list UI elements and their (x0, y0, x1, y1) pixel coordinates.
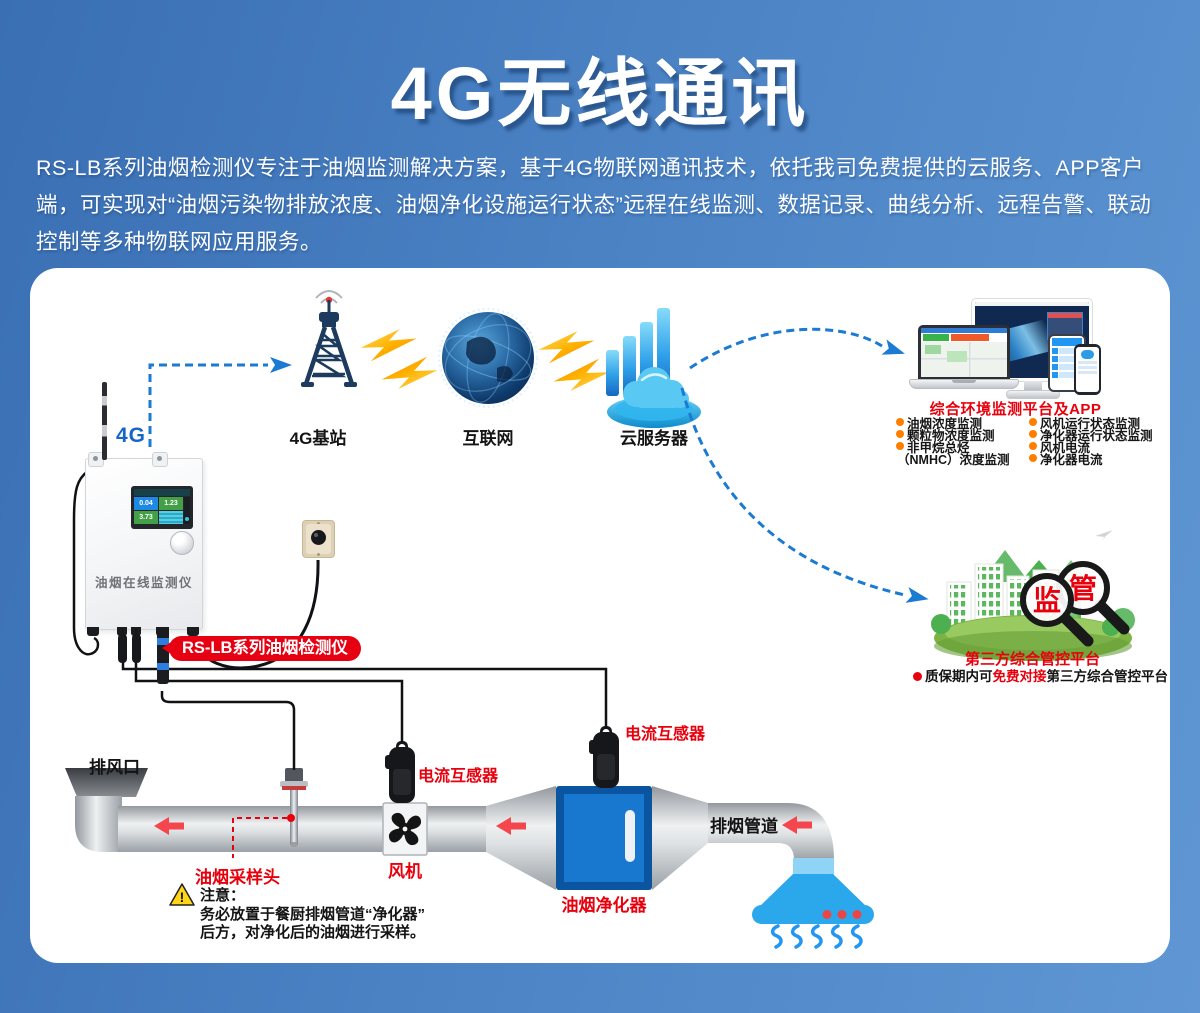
free-connect-highlight: 免费对接 (992, 669, 1047, 684)
wall-socket (302, 520, 335, 558)
cloud-to-thirdparty-link (680, 387, 929, 603)
notice-line-2: 后方，对净化后的油烟进行采样。 (200, 924, 426, 941)
platform-phone (1074, 344, 1101, 395)
laptop-screen (918, 325, 1010, 379)
platform-title: 综合环境监测平台及APP (929, 401, 1102, 418)
device-knob (170, 531, 194, 555)
cloud-shape (1079, 546, 1111, 565)
list-item: 颗粒物浓度监测 (896, 428, 1029, 443)
list-item: 净化器电流 (1029, 452, 1181, 467)
current-transformer-2 (589, 726, 619, 788)
mounting-ear (152, 452, 168, 467)
platform-laptop (909, 325, 1019, 389)
exhaust-outlet-label: 排风口 (89, 758, 140, 777)
lightning-icons-left (358, 324, 440, 394)
laptop-base (909, 379, 1019, 389)
sampling-annotation-line (232, 814, 295, 858)
bullet-dot-icon (1029, 442, 1037, 450)
base-station-label: 4G基站 (289, 429, 347, 448)
third-party-city-illustration: 管 监 (931, 530, 1135, 661)
cloud-to-platform-link (689, 327, 905, 370)
cloud-icon (623, 367, 689, 408)
monitor-stand-base (1006, 390, 1060, 399)
signal-connector (132, 629, 141, 663)
fan-label: 风机 (388, 862, 422, 881)
pneumatic-fitting (157, 629, 169, 684)
screen-wave-tile (159, 511, 183, 524)
bullet-dot-icon (1029, 454, 1037, 462)
device-enclosure: 0.04 1.23 3.73 油烟在线监测仪 (85, 452, 203, 684)
list-item: （NMHC）浓度监测 (897, 452, 1010, 467)
magnifier-left-char: 监 (1033, 585, 1061, 616)
signal-connector (118, 629, 127, 663)
laptop-map-view (921, 342, 1007, 377)
purifier-label: 油烟净化器 (561, 896, 647, 915)
cloud-app-icon (1081, 350, 1094, 359)
antenna-cable (72, 469, 100, 656)
page-title: 4G无线通讯 (390, 52, 810, 135)
third-party-title: 第三方综合管控平台 (964, 651, 1100, 668)
flow-arrows (154, 816, 812, 835)
plane-icon (1095, 530, 1113, 540)
screen-header (134, 489, 190, 496)
cloud-shape (963, 531, 1003, 554)
ct-label-2: 电流互感器 (625, 726, 706, 743)
bullet-dot-icon (1029, 430, 1037, 438)
diagram-card: 管 监 (30, 268, 1170, 963)
antenna (102, 382, 107, 460)
third-party-note: 质保期内可免费对接第三方综合管控平台 (913, 665, 1168, 685)
cloud-server-icon (606, 308, 701, 428)
purifier-box (556, 786, 652, 890)
4g-dashed-link (148, 357, 292, 447)
bullet-dot-icon (1029, 418, 1037, 426)
list-item: 非甲烷总烃 (896, 440, 1029, 455)
svg-text:!: ! (180, 889, 185, 905)
monitor-stand-neck (1024, 381, 1042, 391)
screen-value-3: 3.73 (134, 511, 158, 524)
bullet-dot-icon (896, 442, 904, 450)
connector (87, 627, 99, 636)
screen-value-2: 1.23 (159, 497, 183, 510)
duct-label: 排烟管道 (710, 817, 778, 836)
intro-paragraph: RS-LB系列油烟检测仪专注于油烟监测解决方案，基于4G物联网通讯技术，依托我司… (36, 156, 1152, 254)
sampling-head-label: 油烟采样头 (195, 868, 280, 887)
notice-line-1: 务必放置于餐厨排烟管道“净化器” (200, 906, 426, 923)
fan-icon (388, 812, 422, 846)
screen-side-rail (184, 497, 190, 524)
list-item: 油烟浓度监测 (896, 416, 1029, 431)
power-plug (311, 530, 326, 545)
device-series-badge: RS-LB系列油烟检测仪 (162, 636, 361, 661)
list-item: 风机运行状态监测 (1029, 416, 1181, 431)
list-item: 风机电流 (1029, 440, 1181, 455)
list-item: 净化器运行状态监测 (1029, 428, 1181, 443)
warning-icon: ! (169, 883, 195, 906)
duct-system (65, 726, 874, 949)
platform-feature-list: 油烟浓度监测 颗粒物浓度监测 非甲烷总烃 （NMHC）浓度监测 风机运行状态监测… (896, 416, 1181, 467)
device-4g-label: 4G (116, 424, 147, 447)
connector (187, 627, 199, 636)
bullet-dot-icon (896, 430, 904, 438)
screen-value-1: 0.04 (134, 497, 158, 510)
exhaust-outlet-cap (65, 768, 148, 797)
bullet-dot-icon (896, 418, 904, 426)
ct-label-1: 电流互感器 (418, 768, 499, 785)
device-name-label: 油烟在线监测仪 (94, 576, 193, 590)
lightning-icons-right (536, 326, 612, 396)
internet-globe-icon (437, 307, 539, 409)
diagram-artwork: 管 监 (65, 290, 1135, 949)
magnifier-left-icon: 监 (1020, 573, 1094, 647)
cloud-server-label: 云服务器 (620, 429, 688, 448)
current-transformer-1 (385, 741, 415, 803)
device-screen: 0.04 1.23 3.73 (131, 486, 193, 529)
bullet-dot-icon (913, 672, 922, 681)
internet-label: 互联网 (462, 429, 514, 448)
kitchen-hood (752, 858, 874, 924)
phone-screen (1076, 347, 1099, 392)
notice-title: 注意： (200, 887, 246, 904)
base-station-icon (301, 290, 357, 387)
steam-icons (770, 924, 863, 949)
